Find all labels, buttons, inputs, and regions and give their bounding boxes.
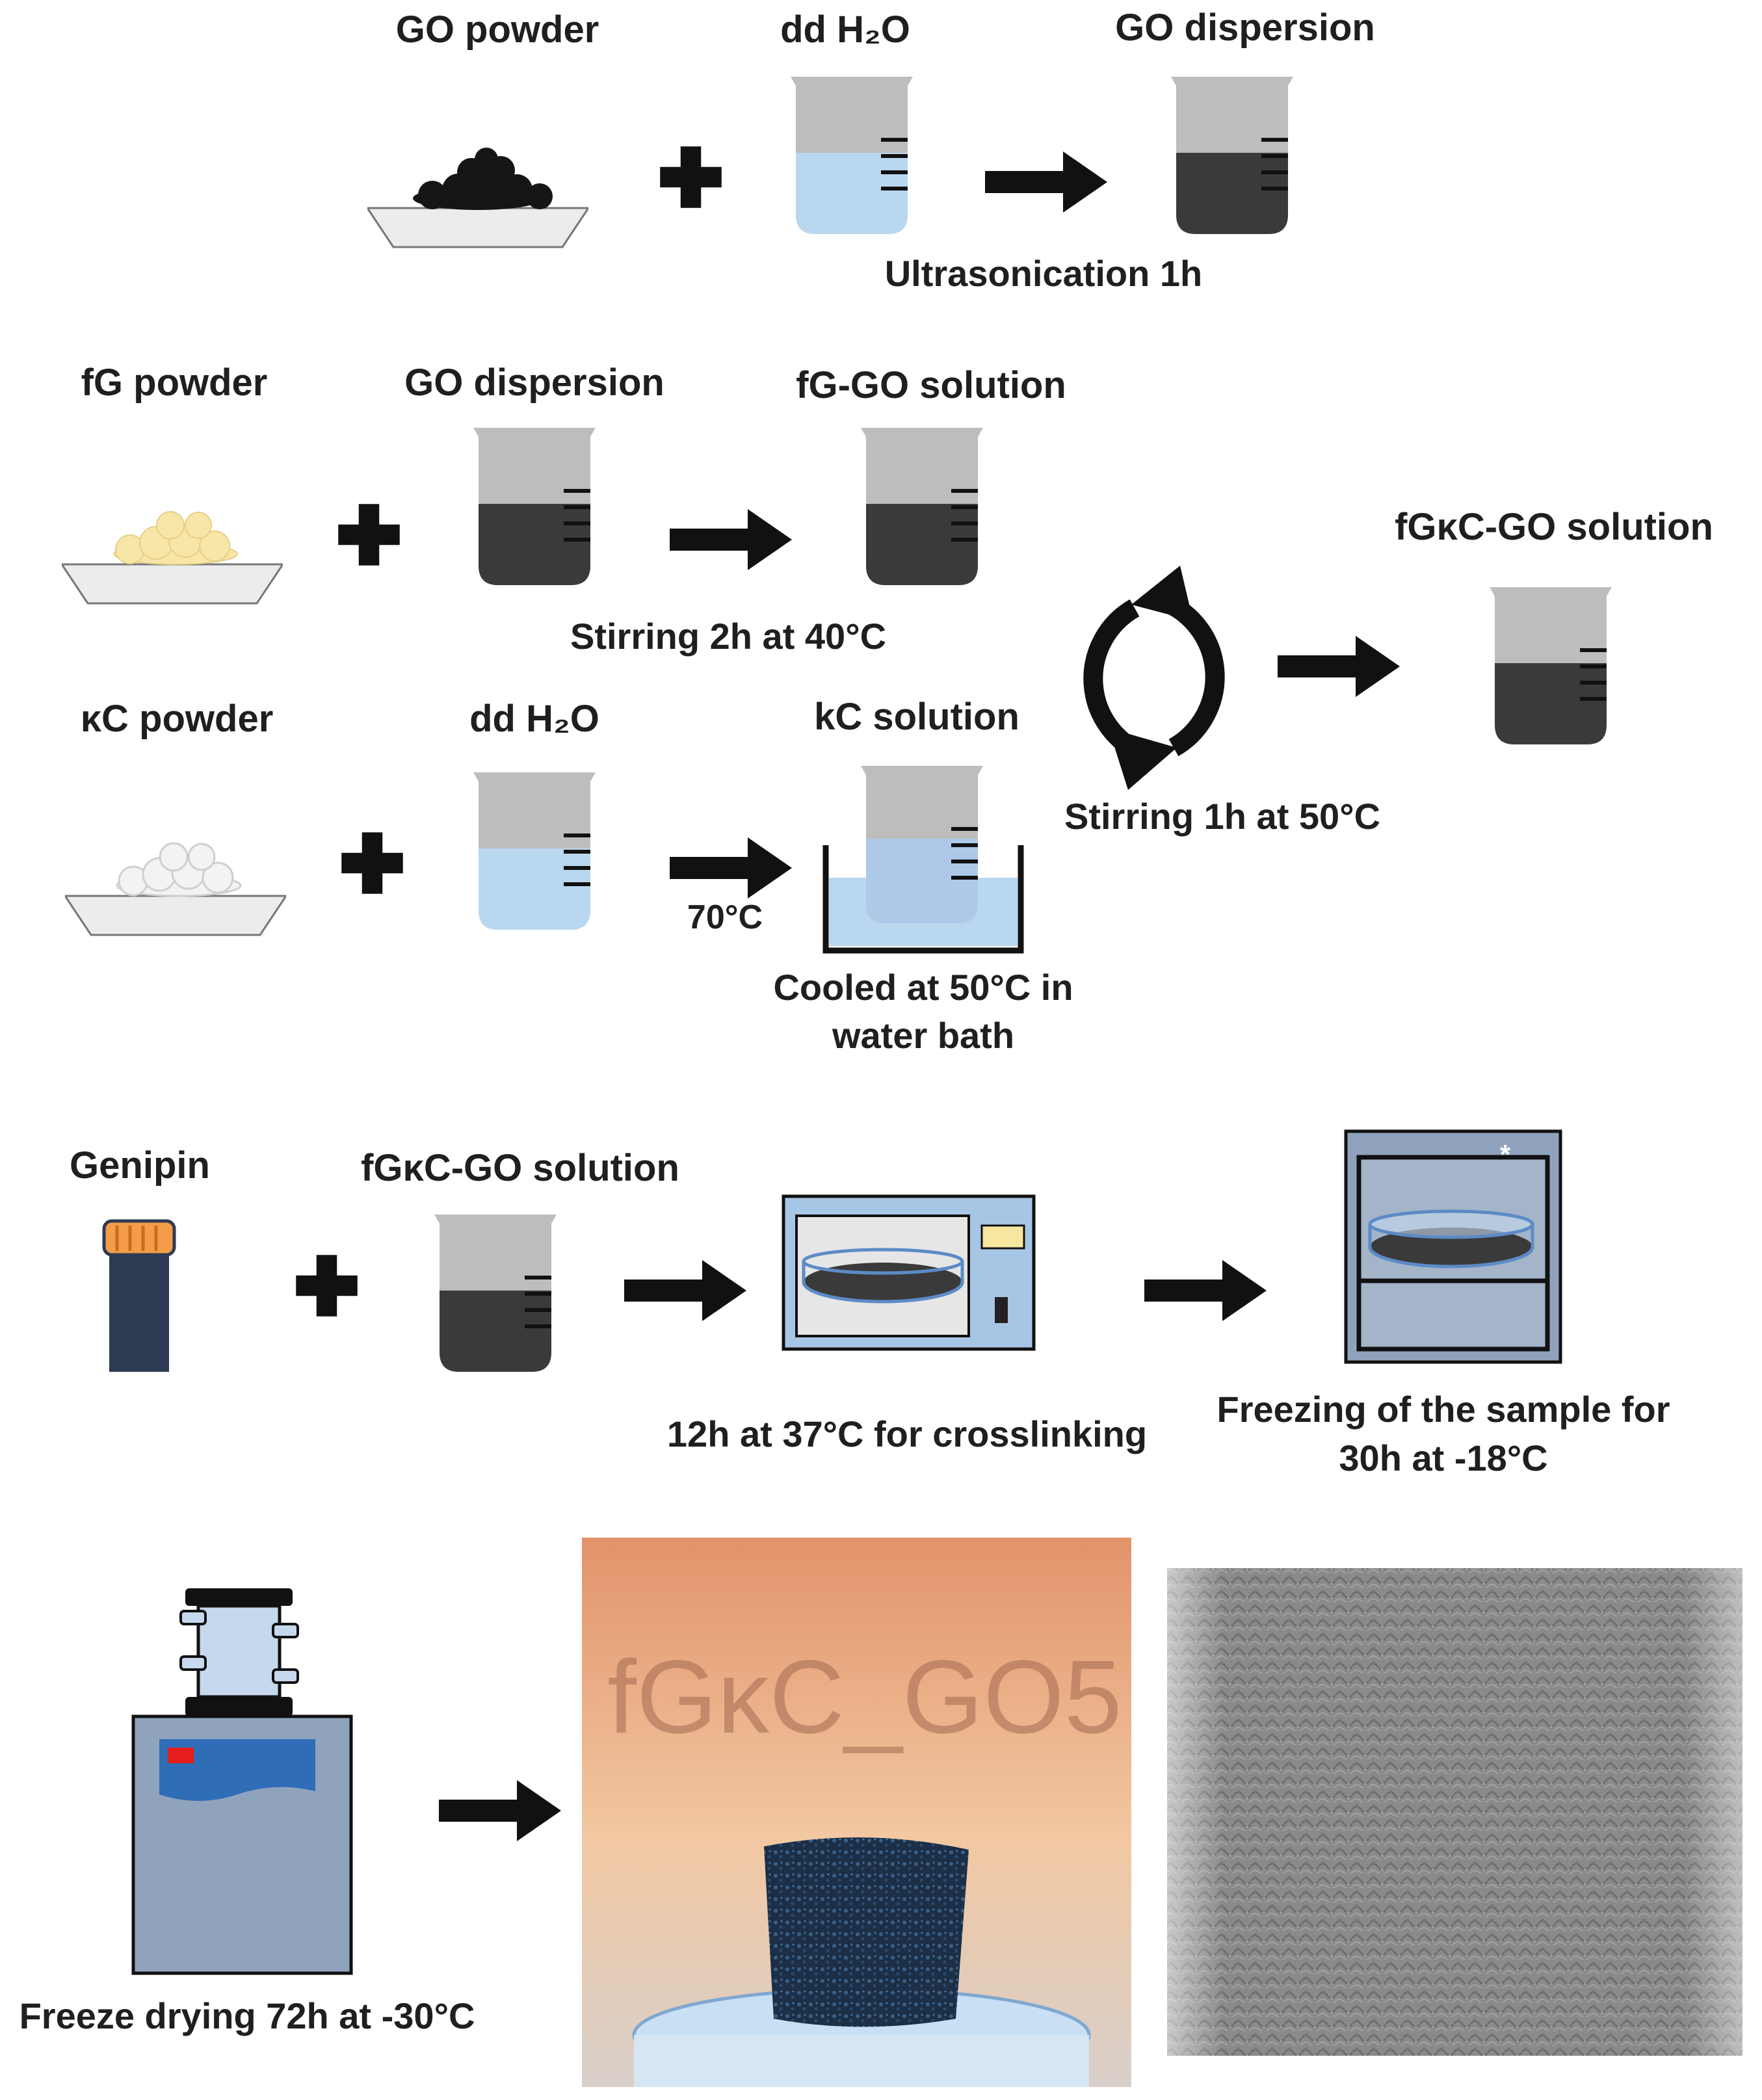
temp-70-label: 70°C: [687, 899, 763, 936]
step2: fG powder GO dispersion fG-GO solution f…: [62, 361, 1713, 1056]
incubator-icon: [782, 1194, 1036, 1351]
ultrasonication-label: Ultrasonication 1h: [885, 253, 1203, 294]
arrow-right-icon: [1278, 636, 1400, 697]
snowflake-icon: *: [1500, 1139, 1511, 1170]
freezer-icon: *: [1344, 1129, 1562, 1364]
go-powder-dish-icon: [367, 148, 588, 248]
freezing-line1-label: Freezing of the sample for: [1217, 1389, 1670, 1430]
dd-h2o-label: dd H₂O: [780, 8, 910, 51]
photo-label: fGκC_GO5: [607, 1638, 1122, 1755]
kc-powder-dish-icon: [65, 842, 286, 936]
step4: Freeze drying 72h at -30°C fGκC_GO5: [20, 1538, 1742, 2087]
freezing-line2-label: 30h at -18°C: [1339, 1437, 1547, 1478]
water-beaker-icon: [791, 77, 913, 234]
fg-powder-dish-icon: [62, 511, 283, 605]
vial-icon: [102, 1219, 176, 1372]
fg-go-solution-label: fG-GO solution: [796, 364, 1066, 406]
fgkc-go-solution-label: fGκC-GO solution: [1395, 506, 1713, 548]
fg-powder-label: fG powder: [81, 361, 268, 404]
kc-solution-label: kC solution: [814, 696, 1019, 738]
plus-icon: [338, 504, 400, 566]
step3: Genipin fGκC-GO solution: [70, 1129, 1670, 1478]
plus-icon: [341, 832, 403, 894]
water-beaker-icon-2: [473, 772, 596, 930]
fg-go-solution-beaker-icon: [861, 428, 983, 585]
kc-powder-label: κC powder: [81, 698, 274, 740]
go-dispersion-label-2: GO dispersion: [404, 361, 664, 404]
crosslinking-label: 12h at 37°C for crosslinking: [667, 1413, 1147, 1454]
cycle-arrows-icon: [1083, 566, 1225, 790]
arrow-right-icon: [670, 837, 792, 899]
arrow-right-icon: [624, 1260, 746, 1321]
cooled-line2-label: water bath: [832, 1015, 1014, 1056]
go-powder-label: GO powder: [396, 8, 599, 51]
stirring-40-label: Stirring 2h at 40°C: [570, 616, 886, 657]
sample-photo: fGκC_GO5: [582, 1538, 1131, 2087]
fgkc-go-solution-beaker-icon-2: [434, 1214, 557, 1372]
cooled-line1-label: Cooled at 50°C in: [773, 967, 1073, 1008]
freeze-drying-label: Freeze drying 72h at -30°C: [20, 1995, 475, 2036]
freeze-dryer-icon: [131, 1588, 353, 1975]
micro-ct-image: [1167, 1568, 1742, 2056]
fgkc-go-solution-beaker-icon: [1490, 587, 1612, 744]
step1: GO powder dd H₂O GO dispersion Ultrason: [367, 7, 1375, 294]
dd-h2o-label-2: dd H₂O: [469, 698, 599, 740]
water-bath-icon: [822, 766, 1024, 954]
arrow-right-icon: [439, 1780, 561, 1841]
go-dispersion-label: GO dispersion: [1115, 7, 1375, 49]
plus-icon: [296, 1255, 358, 1317]
plus-icon: [660, 146, 722, 208]
fgkc-go-solution-label-2: fGκC-GO solution: [361, 1147, 679, 1189]
arrow-right-icon: [1144, 1260, 1267, 1321]
arrow-right-icon: [670, 509, 792, 570]
genipin-label: Genipin: [70, 1144, 210, 1187]
arrow-right-icon: [985, 151, 1107, 213]
stirring-50-label: Stirring 1h at 50°C: [1064, 796, 1380, 837]
go-dispersion-beaker-icon: [1171, 77, 1293, 234]
go-dispersion-beaker-icon-2: [473, 428, 596, 585]
